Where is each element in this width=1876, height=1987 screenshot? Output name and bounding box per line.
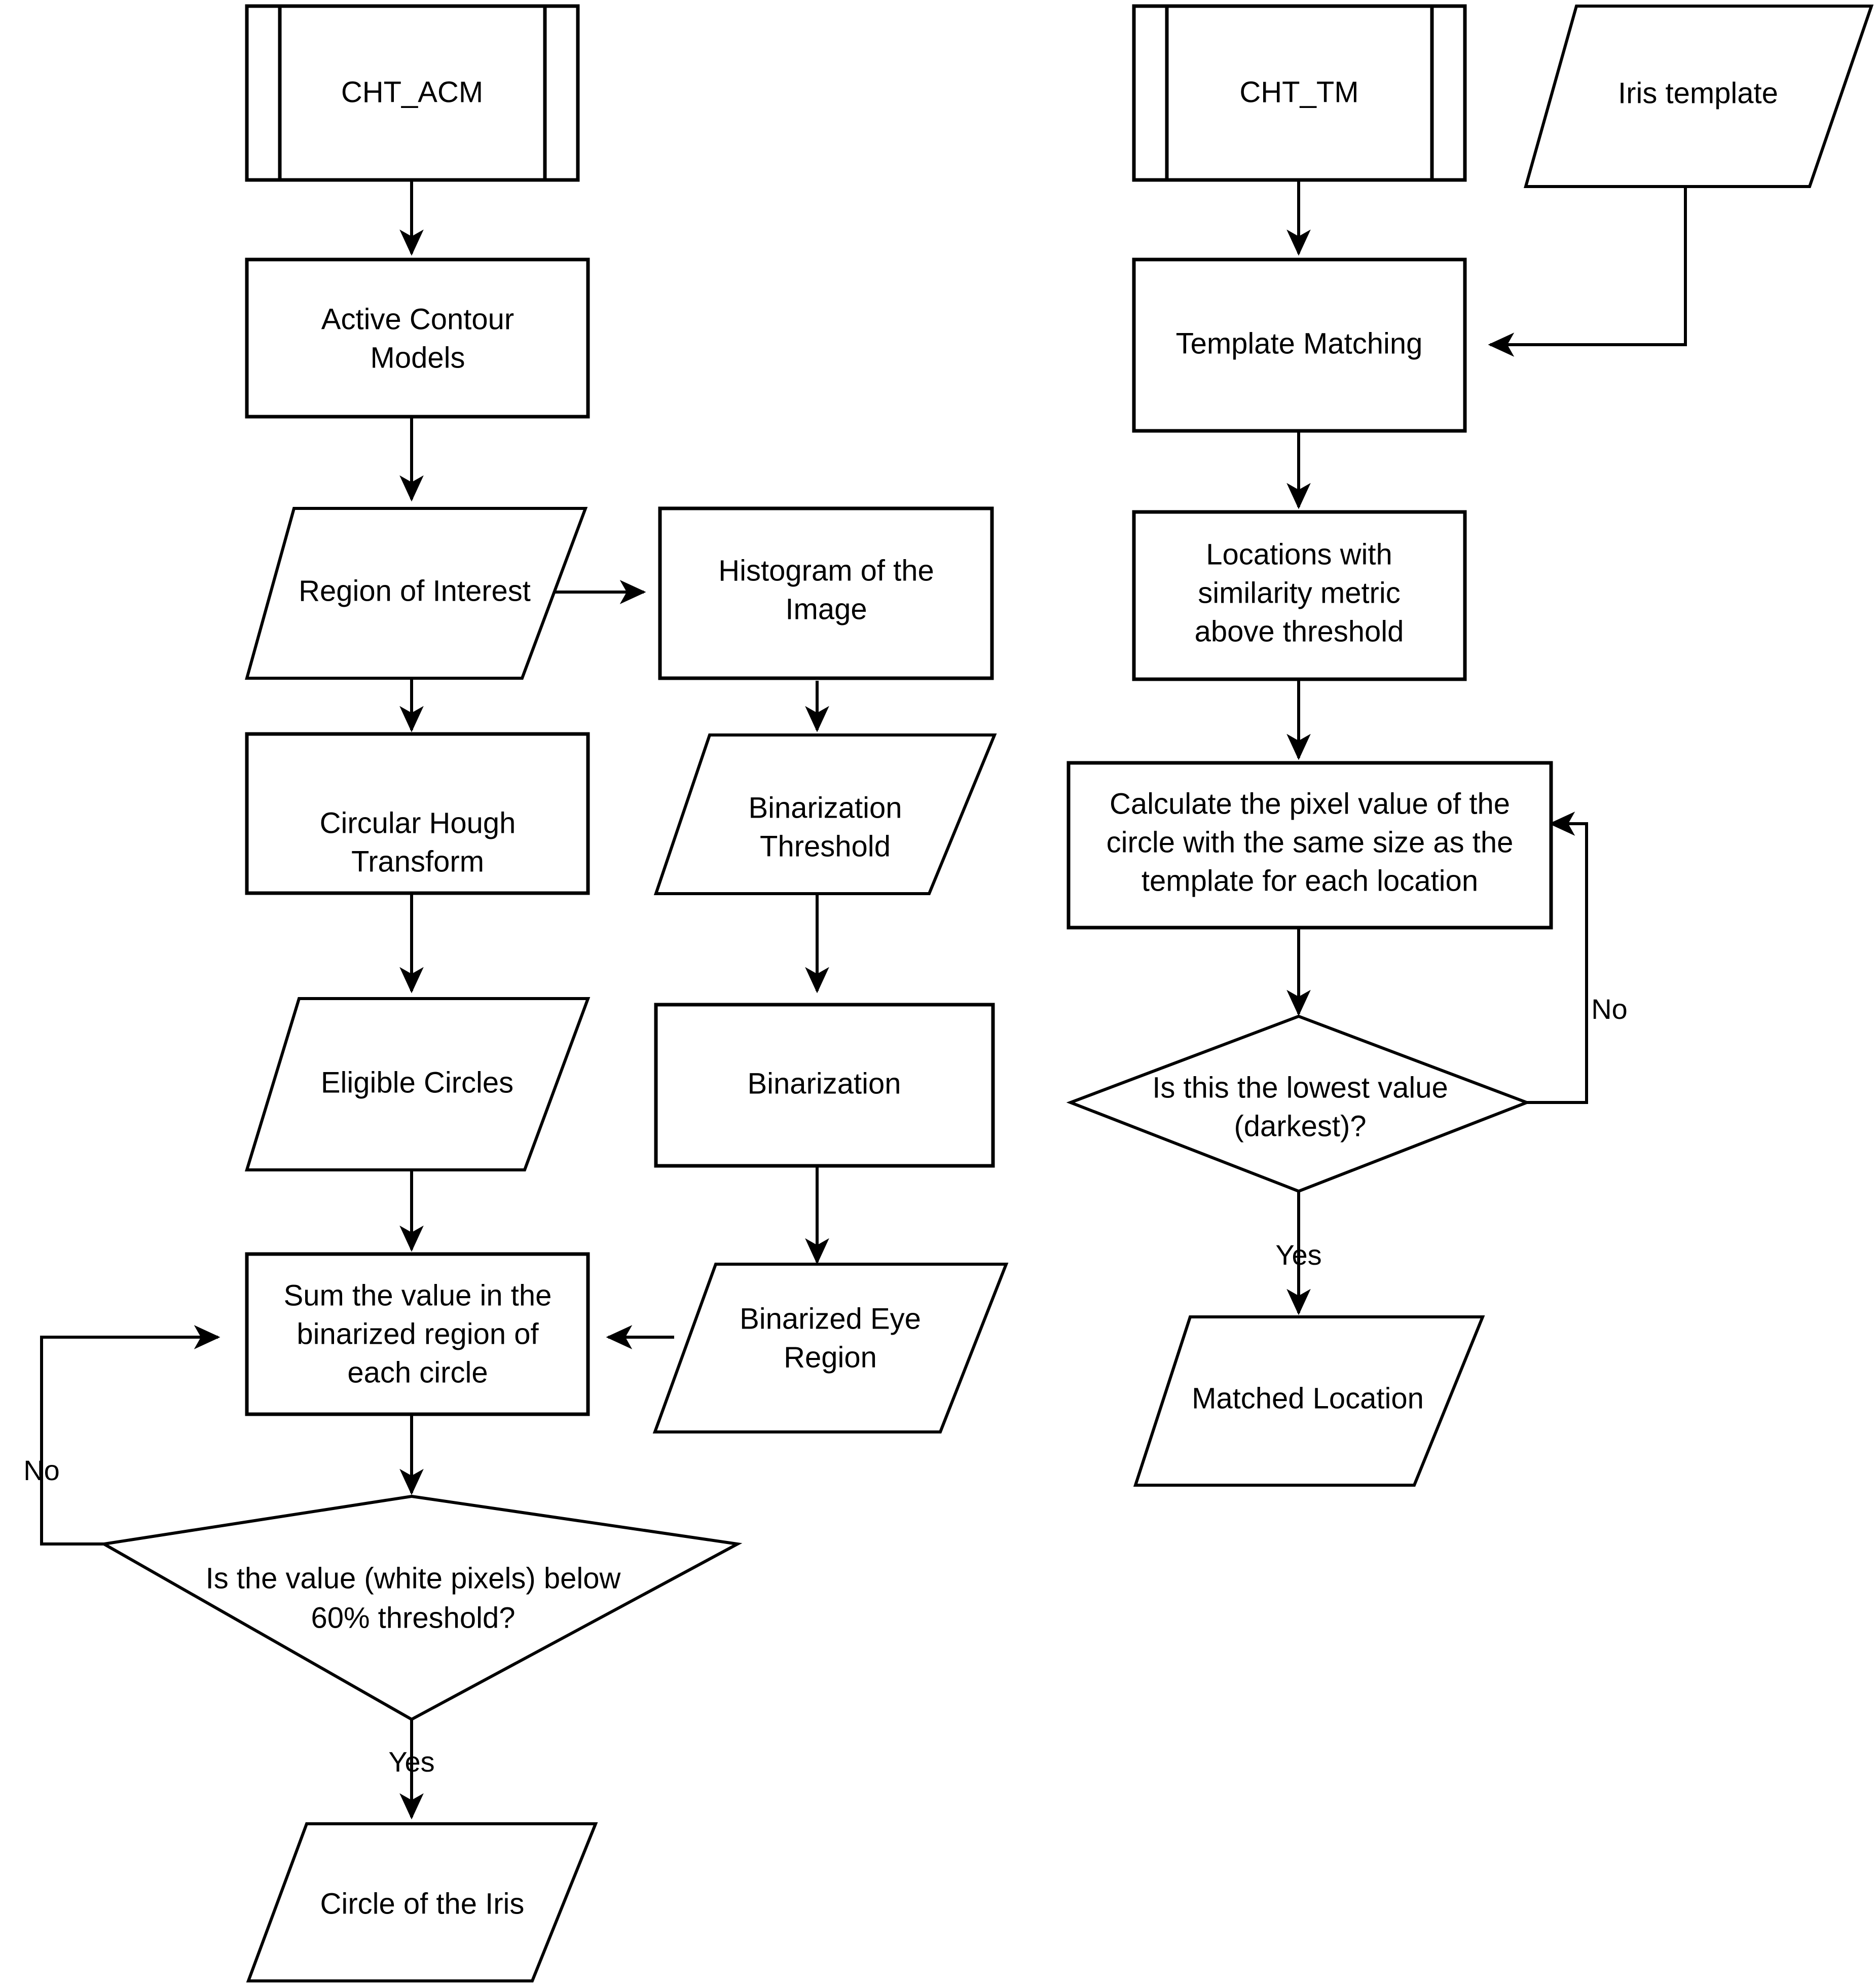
node-sum-value[interactable]: Sum the value in the binarized region of…: [245, 1252, 590, 1416]
node-active-contour-label-line2: Models: [371, 341, 465, 374]
node-circular-hough[interactable]: Circular Hough Transform: [245, 732, 590, 895]
node-calculate-pixel-label-line2: circle with the same size as the: [1107, 826, 1514, 859]
node-circle-of-iris-label: Circle of the Iris: [320, 1887, 525, 1920]
node-histogram[interactable]: Histogram of the Image: [658, 506, 994, 680]
edge-left-no-loop: [40, 1325, 220, 1546]
node-binarization[interactable]: Binarization: [654, 1003, 995, 1168]
node-lowest-decision-label-line2: (darkest)?: [1234, 1110, 1366, 1143]
node-calculate-pixel[interactable]: Calculate the pixel value of the circle …: [1066, 761, 1553, 930]
node-binarization-label: Binarization: [747, 1067, 901, 1100]
node-lowest-decision-label-line1: Is this the lowest value: [1152, 1071, 1448, 1104]
node-sum-value-label-line3: each circle: [347, 1356, 488, 1389]
node-sum-value-label-line1: Sum the value in the: [284, 1279, 552, 1312]
node-threshold-decision-label-line2: 60% threshold?: [311, 1601, 515, 1634]
node-eligible-circles[interactable]: Eligible Circles: [244, 997, 591, 1171]
edge-label-left-no: No: [23, 1454, 60, 1486]
node-matched-location-label: Matched Location: [1192, 1382, 1424, 1415]
node-binarization-threshold[interactable]: Binarization Threshold: [653, 733, 997, 895]
node-binarized-eye-region-label-line1: Binarized Eye: [740, 1302, 921, 1335]
node-circular-hough-label-line2: Transform: [351, 845, 484, 878]
edge-label-right-no: No: [1591, 993, 1628, 1025]
node-locations-label-line1: Locations with: [1206, 538, 1392, 571]
node-cht-acm[interactable]: CHT_ACM: [245, 4, 580, 182]
node-calculate-pixel-label-line1: Calculate the pixel value of the: [1110, 787, 1510, 820]
node-region-of-interest[interactable]: Region of Interest: [245, 507, 588, 680]
edge-label-right-yes: Yes: [1275, 1239, 1321, 1271]
node-locations-label-line2: similarity metric: [1198, 576, 1401, 609]
node-circular-hough-label-line1: Circular Hough: [320, 806, 516, 839]
node-cht-acm-label: CHT_ACM: [341, 76, 483, 108]
node-histogram-label-line2: Image: [785, 593, 867, 625]
node-binarization-threshold-label-line2: Threshold: [760, 830, 891, 863]
node-binarized-eye-region-label-line2: Region: [784, 1341, 877, 1374]
node-matched-location[interactable]: Matched Location: [1133, 1315, 1485, 1487]
node-sum-value-label-line2: binarized region of: [297, 1317, 539, 1350]
edge-iristemplate-to-template: [1488, 188, 1687, 357]
node-circle-of-iris[interactable]: Circle of the Iris: [246, 1822, 598, 1982]
node-active-contour-label-line1: Active Contour: [321, 303, 514, 336]
node-locations[interactable]: Locations with similarity metric above t…: [1132, 510, 1467, 681]
edge-right-no-loop: [1527, 812, 1588, 1104]
edge-label-left-yes: Yes: [388, 1746, 434, 1778]
node-threshold-decision[interactable]: Is the value (white pixels) below 60% th…: [99, 1494, 743, 1721]
node-lowest-decision[interactable]: Is this the lowest value (darkest)?: [1066, 1014, 1531, 1193]
node-binarized-eye-region[interactable]: Binarized Eye Region: [652, 1263, 1009, 1433]
node-region-of-interest-label: Region of Interest: [299, 574, 531, 607]
node-cht-tm-label: CHT_TM: [1239, 76, 1358, 108]
node-template-matching[interactable]: Template Matching: [1132, 257, 1467, 433]
node-locations-label-line3: above threshold: [1195, 615, 1404, 648]
node-eligible-circles-label: Eligible Circles: [321, 1066, 513, 1099]
node-iris-template-label: Iris template: [1618, 77, 1778, 109]
node-calculate-pixel-label-line3: template for each location: [1142, 864, 1478, 897]
node-active-contour[interactable]: Active Contour Models: [245, 257, 590, 419]
node-binarization-threshold-label-line1: Binarization: [748, 791, 902, 824]
node-cht-tm[interactable]: CHT_TM: [1132, 4, 1467, 182]
node-histogram-label-line1: Histogram of the: [718, 554, 934, 587]
node-iris-template[interactable]: Iris template: [1524, 5, 1874, 188]
node-threshold-decision-label-line1: Is the value (white pixels) below: [206, 1562, 621, 1595]
node-template-matching-label: Template Matching: [1176, 327, 1423, 360]
